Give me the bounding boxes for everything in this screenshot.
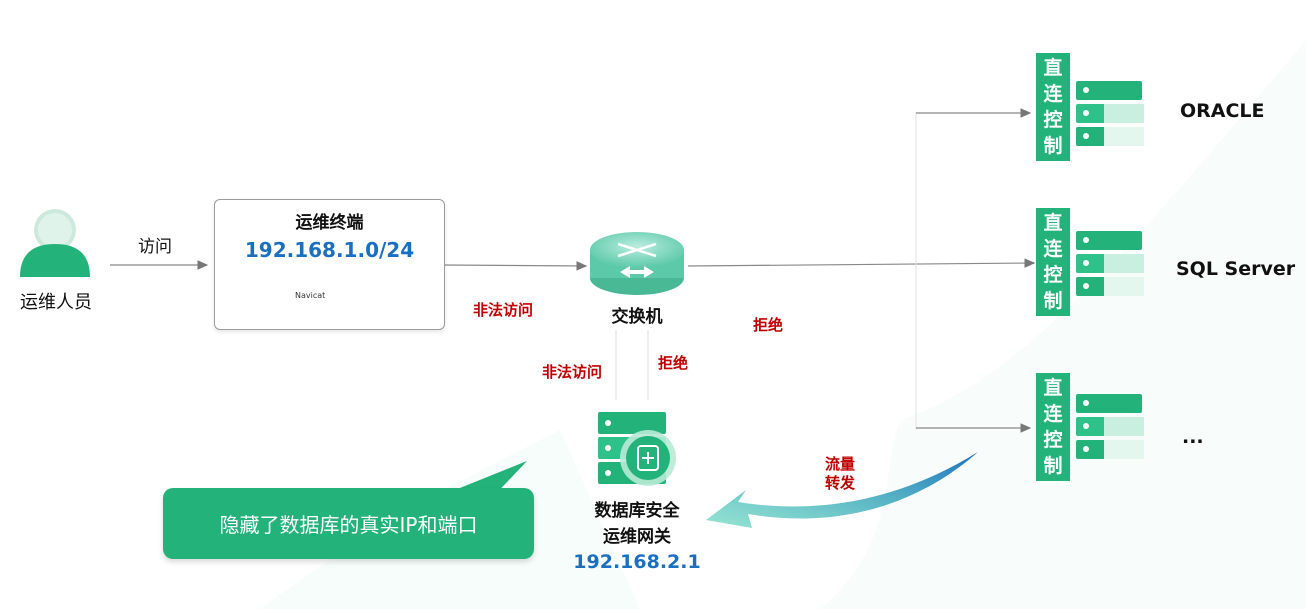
direct-control-tag: 直连控制 — [1036, 373, 1070, 481]
switch-label: 交换机 — [611, 307, 663, 327]
reject-label: 拒绝 — [658, 354, 689, 372]
server-icon — [1076, 231, 1144, 296]
db-name-more: ... — [1182, 426, 1204, 448]
gateway-label-line1: 数据库安全 — [594, 501, 680, 521]
terminal-box — [214, 199, 445, 330]
hidden-ip-callout: 隐藏了数据库的真实IP和端口 — [163, 488, 534, 559]
illegal-access-label: 非法访问 — [473, 301, 534, 319]
navicat-label: Navicat — [295, 291, 326, 300]
reject-label: 拒绝 — [753, 316, 784, 334]
server-icon — [1076, 394, 1144, 459]
person-label: 运维人员 — [20, 292, 92, 313]
terminal-title: 运维终端 — [295, 213, 364, 233]
connector-terminal-switch — [443, 261, 588, 271]
gateway-label-line2: 运维网关 — [603, 527, 671, 547]
person-icon — [20, 209, 90, 277]
flow-forward-arrow — [706, 452, 978, 528]
server-icon — [1076, 81, 1144, 146]
db-name-oracle: ORACLE — [1180, 100, 1265, 122]
gateway-ip: 192.168.2.1 — [573, 551, 701, 573]
flow-forward-label: 流量转发 — [824, 455, 855, 492]
connector-switch-sqlserver — [687, 258, 1036, 268]
switch-icon — [590, 232, 684, 295]
gateway-icon — [598, 412, 676, 486]
direct-control-tag: 直连控制 — [1036, 208, 1070, 316]
terminal-ip: 192.168.1.0/24 — [244, 238, 415, 262]
direct-control-tag: 直连控制 — [1036, 53, 1070, 161]
illegal-access-label: 非法访问 — [542, 363, 603, 381]
db-name-sqlserver: SQL Server — [1176, 258, 1296, 280]
access-label: 访问 — [138, 237, 172, 257]
